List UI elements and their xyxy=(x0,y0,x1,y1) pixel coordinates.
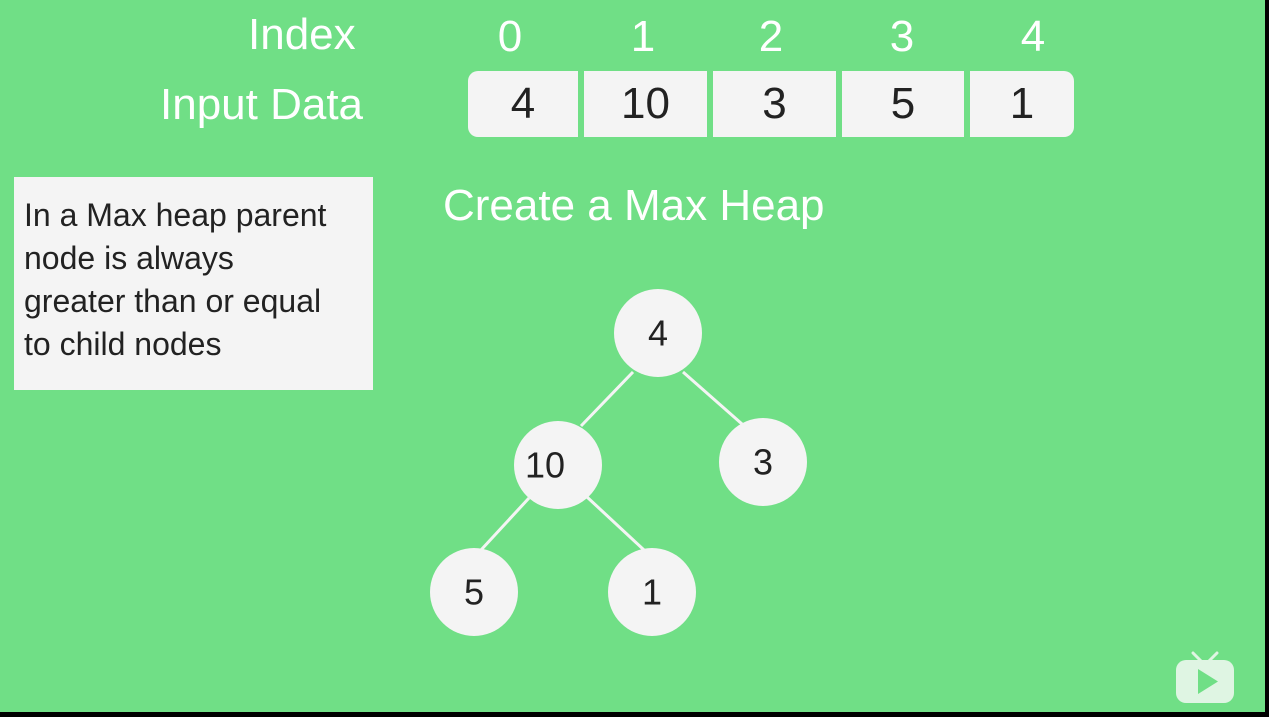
array-index-0: 0 xyxy=(497,12,523,61)
tree-edges xyxy=(479,370,743,552)
array-index-1: 1 xyxy=(630,12,656,61)
array-cell-3: 5 xyxy=(842,71,970,137)
node-left-left-value: 5 xyxy=(464,572,484,613)
array-index-3: 3 xyxy=(889,12,915,61)
node-root-value: 4 xyxy=(648,313,668,354)
definition-line-2: node is always xyxy=(24,240,234,276)
video-player-logo-icon xyxy=(1176,651,1234,703)
array-cell-1: 10 xyxy=(584,71,713,137)
node-left-right-value: 1 xyxy=(642,572,662,613)
node-left: 10 xyxy=(514,421,602,509)
array-cell-4: 1 xyxy=(970,71,1074,137)
max-heap-definition-box: In a Max heap parent node is always grea… xyxy=(14,177,373,390)
edge-left-left-right xyxy=(585,495,646,552)
edge-root-right xyxy=(682,370,743,426)
edge-left-left-left xyxy=(479,496,531,552)
input-data-label: Input Data xyxy=(160,80,364,129)
node-left-left: 5 xyxy=(430,548,518,636)
definition-line-4: to child nodes xyxy=(24,326,222,362)
array-cell-0: 4 xyxy=(468,71,584,137)
edge-root-left xyxy=(579,370,635,428)
node-left-value: 10 xyxy=(525,445,565,486)
index-label: Index xyxy=(248,10,356,59)
node-root: 4 xyxy=(614,289,702,377)
section-title: Create a Max Heap xyxy=(443,181,825,230)
input-array: 4 10 3 5 1 xyxy=(468,71,1074,137)
node-right: 3 xyxy=(719,418,807,506)
node-right-value: 3 xyxy=(753,442,773,483)
array-cell-2: 3 xyxy=(713,71,842,137)
definition-line-3: greater than or equal xyxy=(24,283,322,319)
definition-line-1: In a Max heap parent xyxy=(24,197,327,233)
node-left-right: 1 xyxy=(608,548,696,636)
tree-nodes: 4 10 3 5 1 xyxy=(430,289,807,636)
array-index-2: 2 xyxy=(758,12,784,61)
array-index-4: 4 xyxy=(1020,12,1046,61)
